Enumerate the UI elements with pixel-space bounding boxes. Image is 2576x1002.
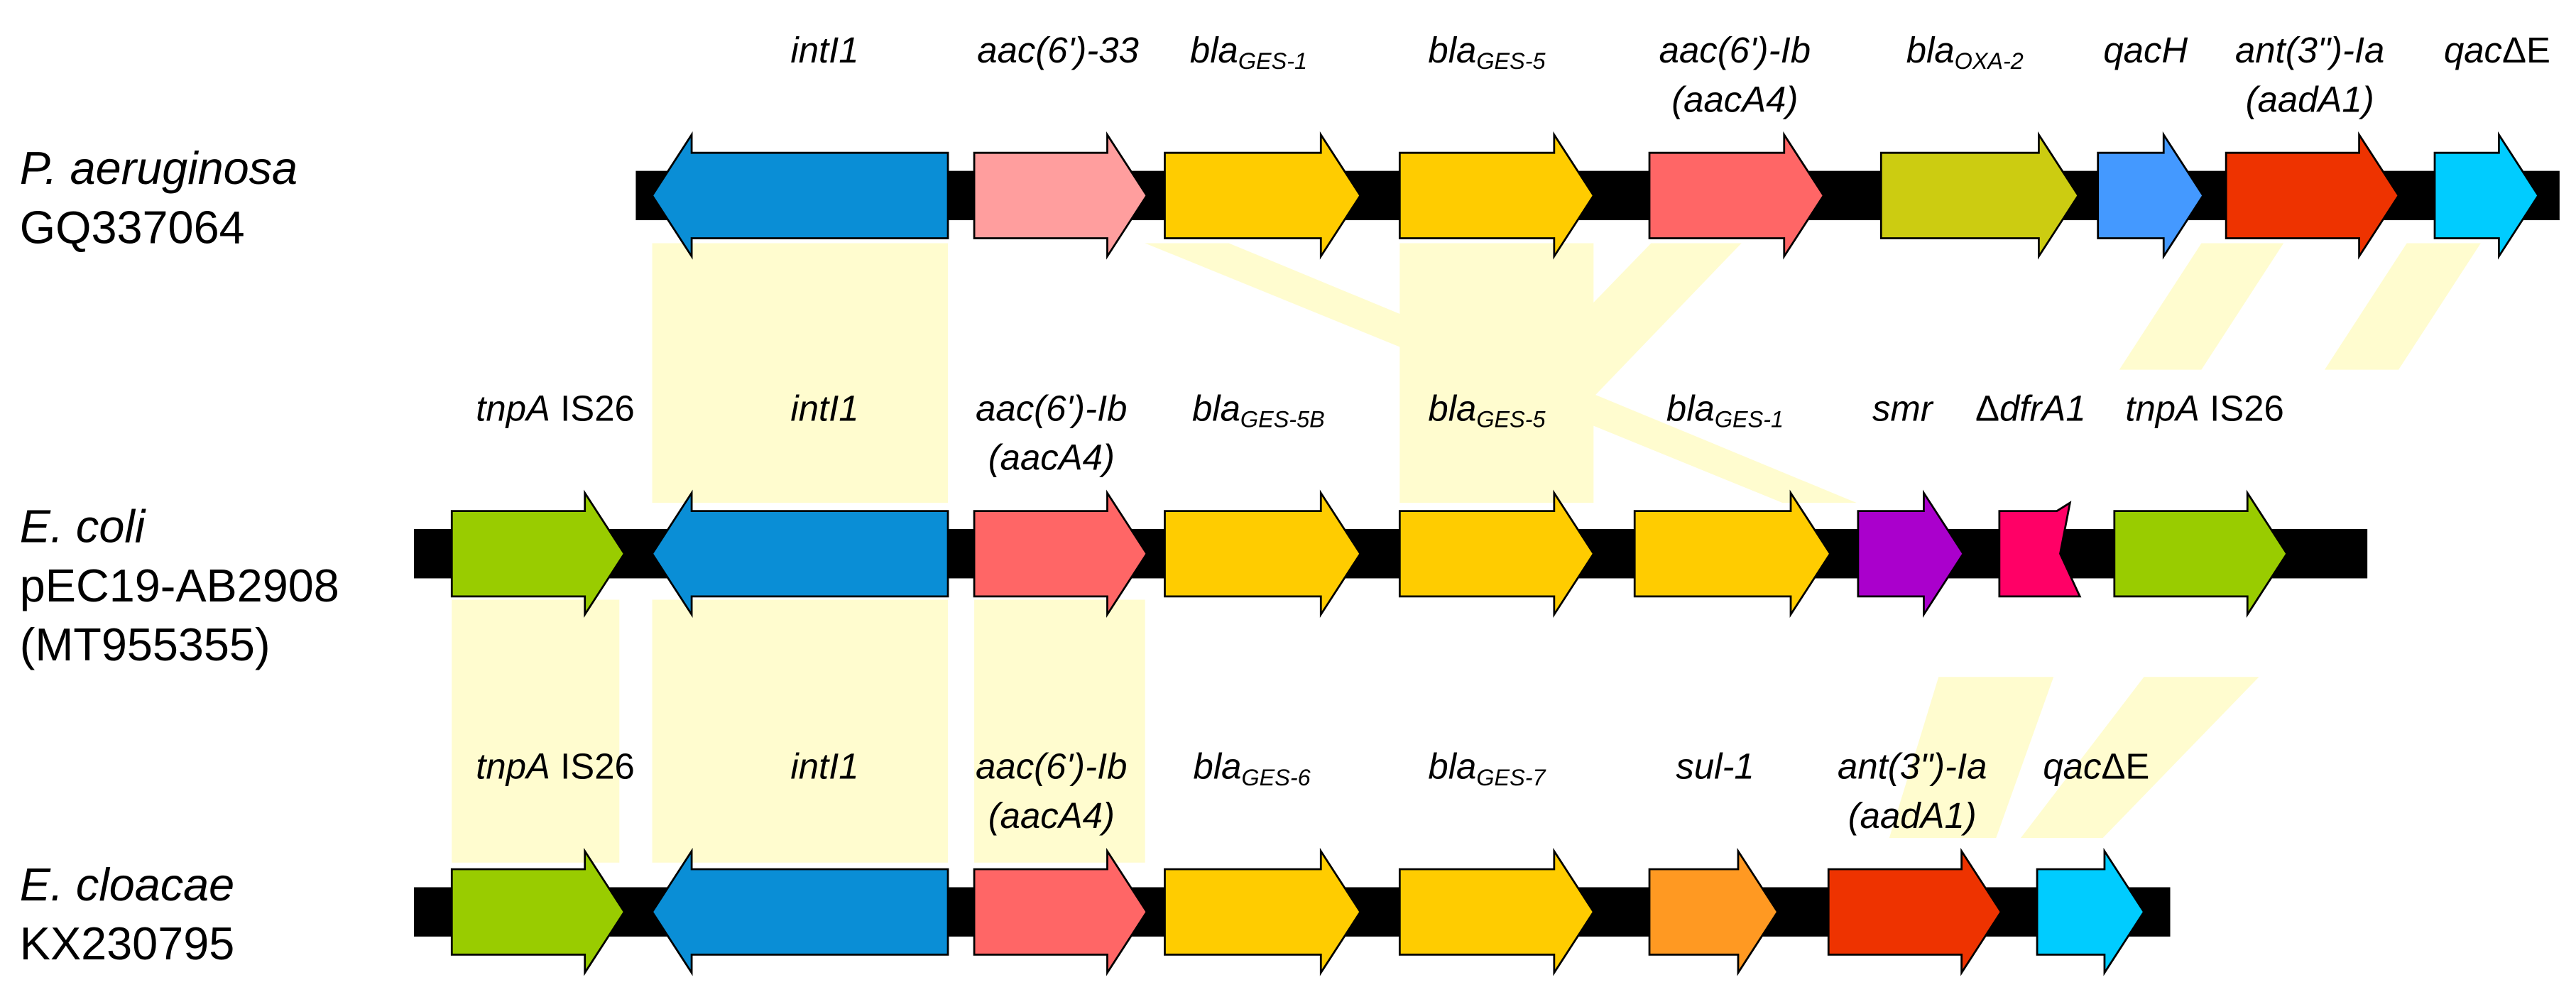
gene-label: aac(6')-33: [977, 30, 1139, 70]
gene-arrow-sul1: [1648, 847, 1779, 976]
gene-arrow-blaGES: [1164, 131, 1362, 260]
gene-arrow-tnpA: [450, 847, 626, 976]
gene-label: ΔdfrA1: [1975, 388, 2086, 428]
gene-arrow-blaGES: [1164, 847, 1362, 976]
gene-arrow-tnpA: [450, 489, 626, 619]
homology-bands: [452, 243, 2481, 863]
gene-label-line2: (aacA4): [988, 437, 1115, 478]
organism-label-2: E. coli: [20, 501, 146, 552]
gene-arrow-ant3Ia: [1827, 847, 2002, 976]
homology-band: [974, 599, 1145, 863]
gene-label: smr: [1872, 388, 1934, 428]
gene-label: blaGES-1: [1666, 388, 1784, 432]
gene-arrow-blaOXA2: [1879, 131, 2080, 260]
gene-label: aac(6')-Ib: [976, 388, 1127, 428]
gene-label: qacΔE: [2043, 746, 2149, 787]
gene-label: blaOXA-2: [1906, 30, 2024, 74]
homology-band: [1399, 243, 1594, 503]
gene-arrow-ant3Ia: [2225, 131, 2400, 260]
gene-label: qacΔE: [2444, 30, 2550, 70]
organism-label-3: E. cloacae: [20, 859, 234, 910]
gene-label: intI1: [790, 30, 858, 70]
homology-band: [2020, 677, 2259, 839]
organism-label-1: P. aeruginosa: [20, 142, 298, 194]
gene-arrow-blaGES: [1398, 131, 1595, 260]
gene-label: blaGES-1: [1190, 30, 1307, 74]
gene-label: intI1: [790, 746, 858, 787]
gene-label: blaGES-5B: [1192, 388, 1325, 432]
gene-arrow-aac6Ib: [973, 489, 1148, 619]
gene-label: aac(6')-Ib: [1659, 30, 1811, 70]
gene-label: qacH: [2103, 30, 2188, 70]
gene-label: ant(3")-Ia: [1838, 746, 1987, 787]
gene-label: aac(6')-Ib: [976, 746, 1127, 787]
gene-arrow-aac6Ib: [973, 847, 1148, 976]
gene-arrow-qacH: [2097, 131, 2205, 260]
gene-label: blaGES-7: [1428, 746, 1546, 790]
homology-band: [2324, 243, 2481, 370]
gene-label: tnpA IS26: [2125, 388, 2284, 428]
gene-labels: intI1 aac(6')-33 blaGES-1 blaGES-5 aac(6')-I…: [476, 30, 2550, 836]
gene-label: blaGES-6: [1194, 746, 1311, 790]
homology-band: [452, 599, 620, 863]
homology-band: [1889, 677, 2054, 839]
gene-label-line2: (aadA1): [1848, 795, 1977, 836]
gene-arrow-dfrA1: [1998, 501, 2082, 598]
gene-arrow-intI1: [650, 847, 949, 976]
gene-arrow-blaGES: [1164, 489, 1362, 619]
gene-label-line2: (aacA4): [988, 795, 1115, 836]
gene-arrow-blaGES: [1398, 489, 1595, 619]
gene-arrow-smr: [1857, 489, 1965, 619]
gene-arrow-intI1: [650, 489, 949, 619]
accession-label-2: pEC19-AB2908: [20, 560, 339, 611]
accession-label-3: KX230795: [20, 917, 235, 969]
gene-label: intI1: [790, 388, 858, 428]
homology-band: [652, 243, 949, 503]
homology-band: [2119, 243, 2284, 370]
gene-label: tnpA IS26: [476, 388, 635, 428]
gene-arrow-aac6Ib: [1648, 131, 1825, 260]
gene-label: tnpA IS26: [476, 746, 635, 787]
gene-label: ant(3")-Ia: [2235, 30, 2384, 70]
gene-label-line2: (aadA1): [2246, 79, 2374, 119]
gene-label: sul-1: [1676, 746, 1754, 787]
gene-label-line2: (aacA4): [1671, 79, 1798, 119]
gene-arrows: [450, 131, 2540, 976]
gene-label: blaGES-5: [1428, 30, 1546, 74]
gene-arrow-aac633: [973, 131, 1148, 260]
gene-arrow-tnpA: [2113, 489, 2288, 619]
accession-label-2b: (MT955355): [20, 619, 271, 670]
gene-arrow-blaGES: [1633, 489, 1832, 619]
gene-arrow-qacdE: [2036, 847, 2146, 976]
gene-arrow-qacdE: [2433, 131, 2540, 260]
homology-band: [652, 599, 949, 863]
gene-arrow-intI1: [650, 131, 949, 260]
gene-label: blaGES-5: [1428, 388, 1546, 432]
accession-label-1: GQ337064: [20, 201, 245, 253]
gene-arrow-blaGES: [1398, 847, 1595, 976]
